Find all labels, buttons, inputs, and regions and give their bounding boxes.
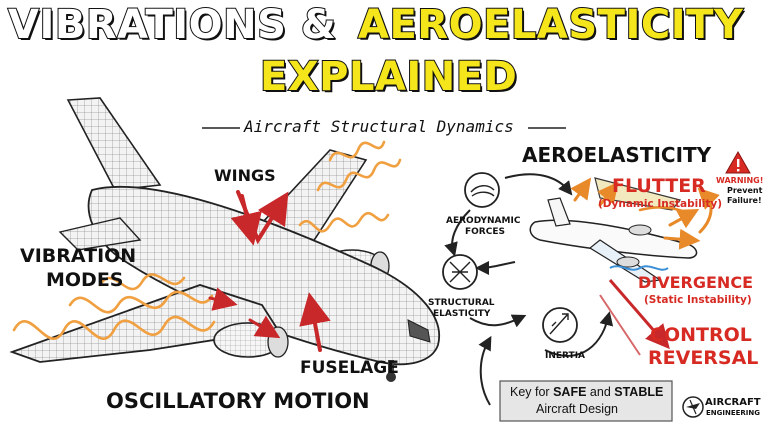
divergence-ripple xyxy=(609,265,669,271)
logo-icon xyxy=(682,396,704,418)
warning-icon xyxy=(725,150,751,174)
key-and: and xyxy=(589,385,611,399)
label-wings: WINGS xyxy=(214,166,276,185)
subtitle: Aircraft Structural Dynamics xyxy=(244,117,514,136)
label-vibration: VIBRATION xyxy=(20,245,137,267)
small-aircraft xyxy=(529,177,698,283)
label-modes: MODES xyxy=(46,269,124,291)
cycle-aerodynamic-forces-2: FORCES xyxy=(465,227,505,237)
key-box-bg xyxy=(499,380,673,422)
label-divergence: DIVERGENCE xyxy=(638,273,753,292)
key-stable: STABLE xyxy=(614,385,664,399)
cycle-inertia: INERTIA xyxy=(545,351,586,361)
flutter-arrows xyxy=(570,177,720,250)
title-line2: EXPLAINED xyxy=(259,53,518,101)
key-box-line1: Key for SAFE and STABLE xyxy=(510,385,663,399)
heading-aeroelasticity: AEROELASTICITY xyxy=(522,143,712,167)
cycle-structural-elasticity-2: ELASTICITY xyxy=(433,309,491,319)
logo-line2: ENGINEERING xyxy=(706,409,761,417)
label-reversal: REVERSAL xyxy=(648,347,759,369)
inertia-icon xyxy=(542,307,578,343)
force-arrows xyxy=(208,190,331,352)
warning-text-1: WARNING! xyxy=(716,176,764,185)
vertical-tail xyxy=(66,97,162,191)
key-prefix: Key for xyxy=(510,385,550,399)
aerodynamic-forces-icon xyxy=(464,172,500,208)
cycle-aerodynamic-forces-1: AERODYNAMIC xyxy=(446,216,521,226)
label-flutter-sub: (Dynamic Instability) xyxy=(598,198,723,210)
title-part2: AEROELASTICITY xyxy=(357,1,744,49)
aircraft-illustration xyxy=(9,97,440,382)
label-flutter: FLUTTER xyxy=(612,175,706,197)
horizontal-tail xyxy=(58,217,142,251)
title-part1: VIBRATIONS & xyxy=(7,1,337,49)
label-fuselage: FUSELAGE xyxy=(300,358,399,378)
label-control: CONTROL xyxy=(650,324,752,346)
aeroelastic-cycle xyxy=(442,172,614,357)
label-oscillatory-motion: OSCILLATORY MOTION xyxy=(106,389,370,413)
return-arrow xyxy=(478,335,492,406)
warning-text-2: Prevent xyxy=(727,186,763,195)
warning-text-3: Failure! xyxy=(727,196,762,205)
label-divergence-sub: (Static Instability) xyxy=(644,294,752,306)
control-reversal-arrow xyxy=(608,279,670,350)
cycle-structural-elasticity-1: STRUCTURAL xyxy=(428,298,495,308)
key-box-line2: Aircraft Design xyxy=(536,402,618,416)
key-safe: SAFE xyxy=(553,385,587,399)
logo-line1: AIRCRAFT xyxy=(705,397,761,408)
vibration-waves xyxy=(12,140,402,340)
